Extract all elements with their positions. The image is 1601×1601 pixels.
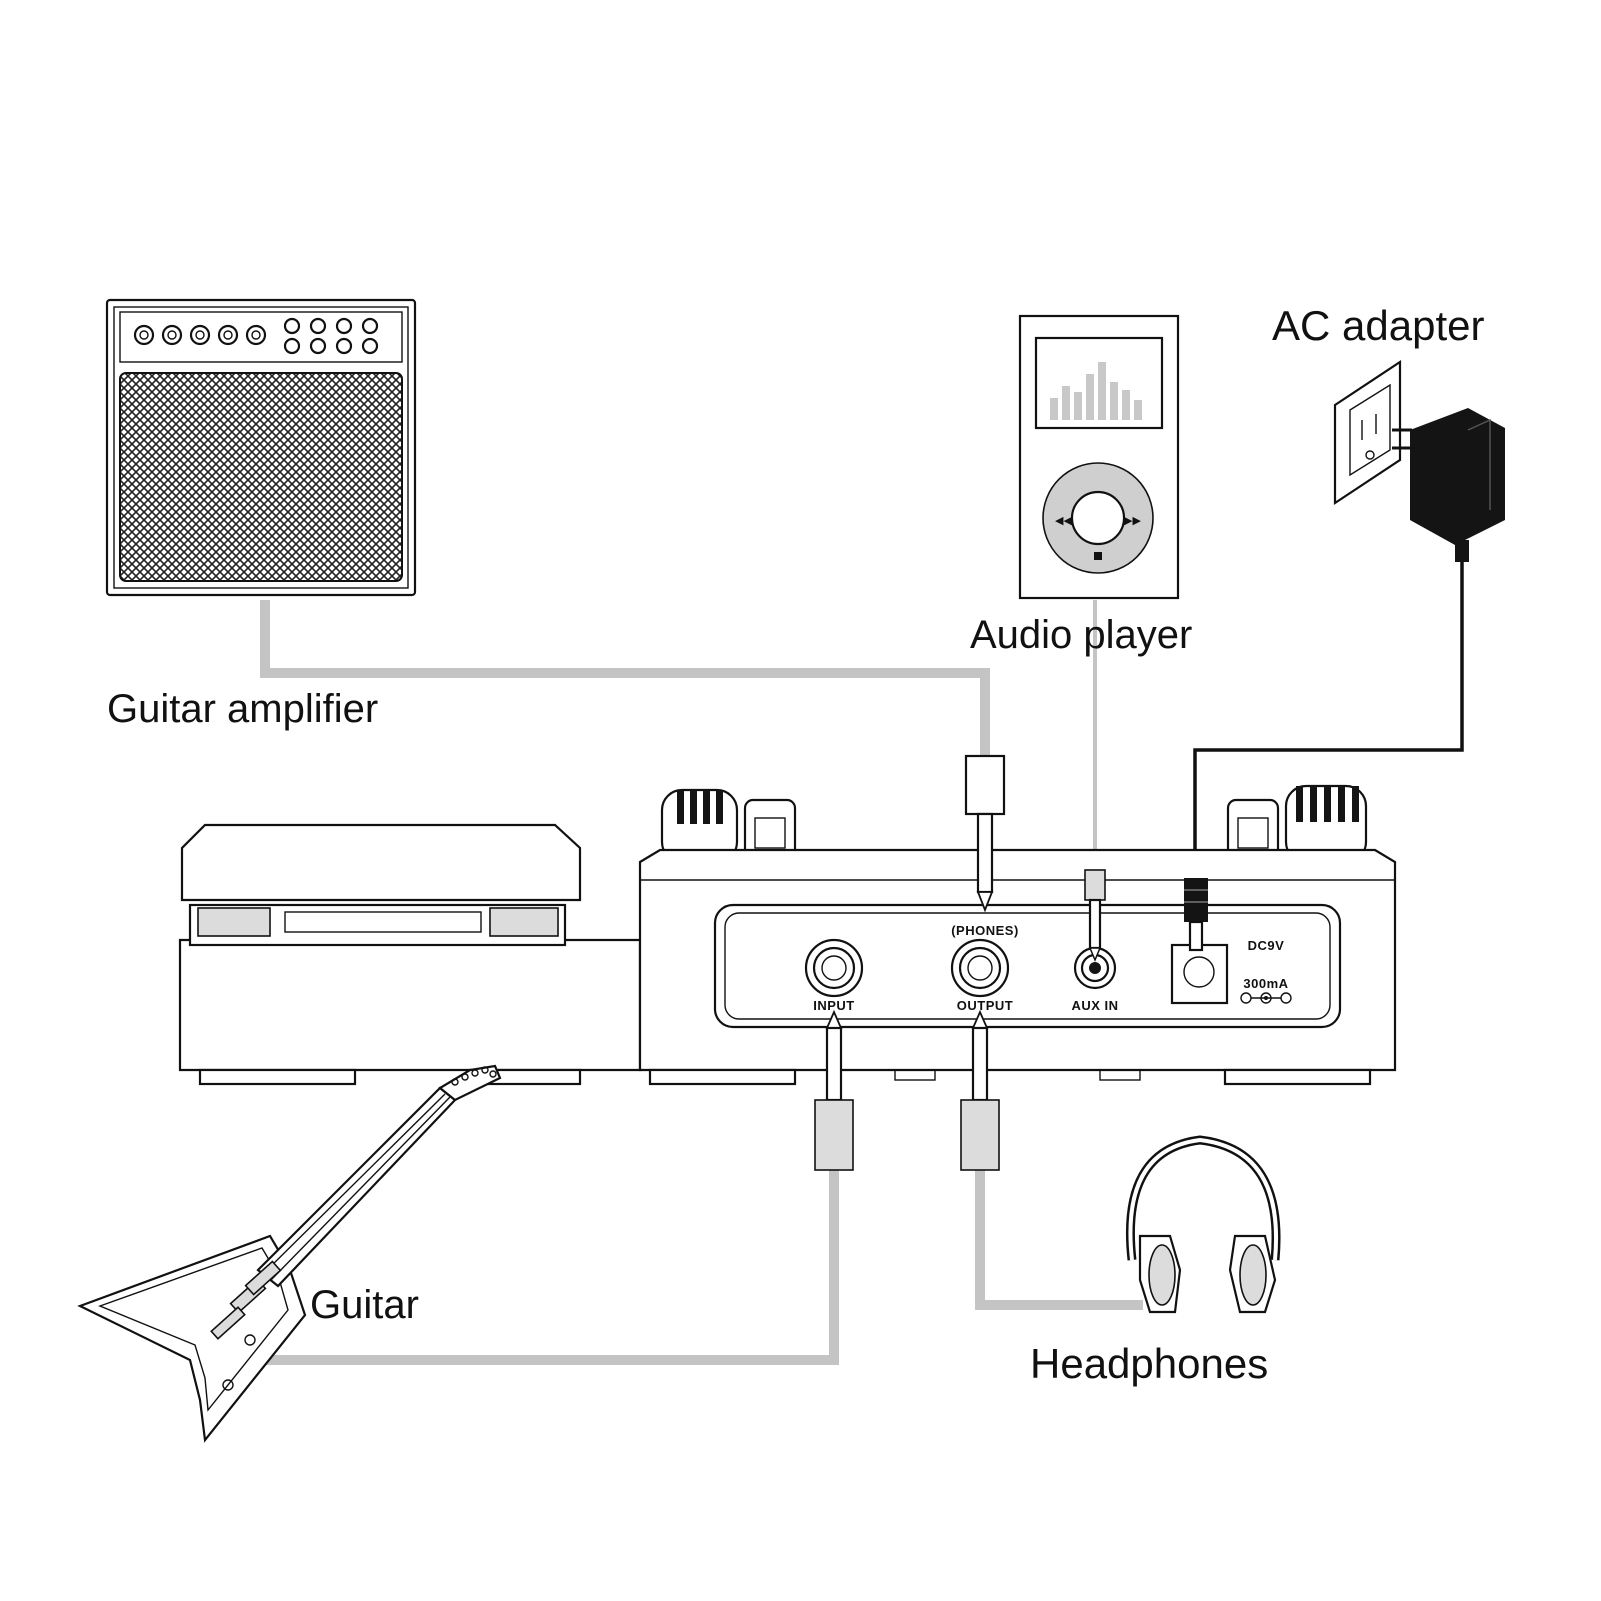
volume-knob-right [1284,784,1368,864]
cables [260,560,1464,1365]
svg-text:◀◀: ◀◀ [1055,514,1072,527]
label-input: INPUT [813,998,855,1013]
amplifier-icon [105,298,417,597]
input-jack [804,938,864,998]
label-dc9v: DC9V [1248,938,1285,953]
label-output: OUTPUT [957,998,1013,1013]
headphones-icon [1125,1135,1281,1314]
equalizer-bars [1050,362,1142,420]
label-guitar-amplifier: Guitar amplifier [107,687,378,731]
jack-plug-icon-output [960,1009,1000,1171]
polarity-icon [1240,992,1292,1004]
amp-grille [119,372,403,582]
expression-pedal [178,823,642,1086]
guitar-neck [256,1086,457,1288]
guitar-cable [265,1170,839,1365]
jack-plug-icon-dc [1184,878,1208,952]
label-audio-player: Audio player [970,613,1192,657]
jack-plug-icon-input [814,1009,854,1171]
label-phones: (PHONES) [951,923,1019,938]
label-ac-adapter: AC adapter [1272,302,1484,349]
jack-plug-icon-aux [1084,869,1106,962]
dc-power-jack [1170,943,1229,1005]
aux-in-jack [1073,946,1117,990]
tuning-pegs [451,1066,497,1086]
volume-knob-left [660,788,739,864]
label-300ma: 300mA [1243,976,1288,991]
label-guitar: Guitar [310,1283,419,1327]
label-aux-in: AUX IN [1071,998,1118,1013]
jack-plug-icon-amp [964,754,1006,913]
amp-cable [260,600,990,756]
adapter-cord [1193,560,1464,878]
label-headphones: Headphones [1030,1340,1268,1387]
wall-outlet-icon [1333,359,1402,506]
ac-adapter-icon [1392,408,1505,562]
amp-knobs [133,317,379,355]
output-jack [950,938,1010,998]
guitar-icon [77,1064,502,1443]
svg-text:▶▶: ▶▶ [1124,514,1141,527]
multi-effects-pedal-icon: INPUT (PHONES) OUTPUT AUX IN DC9V 300mA [178,784,1397,1086]
headphone-cable [975,1170,1143,1310]
audio-player-icon: ◀◀ ▶▶ [1018,314,1180,600]
